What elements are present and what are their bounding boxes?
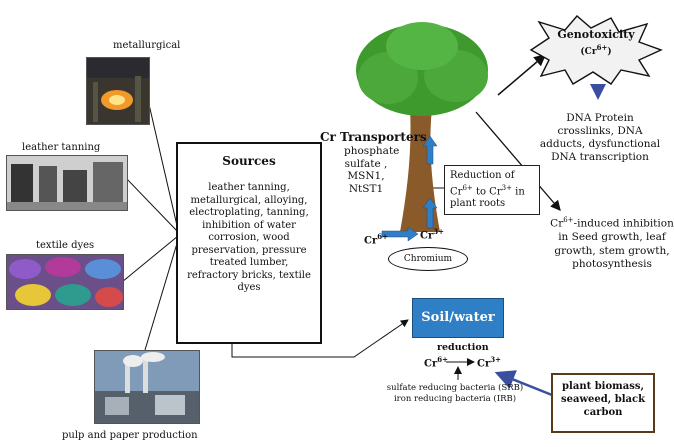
effect-line: DNA Protein — [566, 112, 634, 124]
biomass-line: carbon — [583, 407, 623, 418]
transporter-item: phosphate — [344, 145, 400, 157]
uptake-arrows — [422, 135, 438, 229]
inhibition-line: growth, stem growth, — [554, 244, 670, 257]
sources-box: Sources leather tanning, metallurgical, … — [176, 142, 322, 344]
dye-powders-image — [7, 255, 123, 309]
sources-list: leather tanning, metallurgical, alloying… — [187, 182, 311, 293]
soil-cr6-label: Cr6+ — [424, 355, 448, 370]
chromium-oval: Chromium — [388, 247, 468, 271]
leather-tanning-label: leather tanning — [22, 142, 101, 153]
chromium-cr6-label: Cr6+ — [364, 232, 388, 247]
transporters-title: Cr Transporters — [320, 130, 427, 144]
transporter-item: MSN1, — [347, 170, 385, 182]
reduction-box: Reduction of Cr6+ to Cr3+ in plant roots — [444, 165, 540, 215]
pulp-paper-photo — [94, 350, 200, 424]
effect-line: DNA transcription — [551, 151, 649, 163]
inhibition-line: Cr6+-induced inhibition — [550, 216, 674, 230]
line-pulp — [144, 239, 179, 351]
bacteria-line: sulfate reducing bacteria (SRB) — [386, 383, 524, 393]
transporter-item: sulfate , — [344, 157, 388, 170]
soil-reduction-label: reduction — [437, 342, 489, 353]
transporter-item: NtST1 — [348, 182, 384, 195]
bacteria-line: iron reducing bacteria (IRB) — [393, 394, 517, 404]
arrow-tree-to-inhibition — [475, 111, 561, 211]
genotoxicity-sub: (Cr6+) — [580, 43, 612, 57]
soil-cr3-label: Cr3+ — [477, 355, 501, 370]
effect-line: adducts, dysfunctional — [539, 138, 661, 150]
inhibition-text: Cr6+-induced inhibition in Seed growth, … — [550, 214, 674, 272]
tannery-image — [7, 156, 127, 210]
soil-water-box: Soil/water — [412, 298, 504, 338]
effect-line: crosslinks, DNA — [557, 125, 643, 137]
inhibition-line: photosynthesis — [572, 258, 652, 270]
biomass-line: seaweed, black — [560, 394, 646, 405]
inhibition-line: in Seed growth, leaf — [558, 231, 666, 243]
leather-tanning-photo — [6, 155, 128, 211]
line-sources-to-soil — [231, 319, 409, 358]
arrow-tree-to-genotoxicity — [497, 54, 547, 96]
reduction-line1: Reduction of — [450, 170, 515, 181]
chromium-cr3-label: Cr3+ — [420, 227, 444, 242]
sources-title: Sources — [222, 154, 276, 168]
line-leather — [125, 177, 179, 233]
reduction-line2: Cr6+ to Cr3+ in — [450, 184, 525, 198]
transporters-list: phosphate sulfate , MSN1, NtST1 — [344, 145, 400, 195]
genotoxicity-burst-icon — [529, 15, 663, 85]
biomass-line: plant biomass, — [562, 381, 644, 392]
genotoxicity-effects: DNA Protein crosslinks, DNA adducts, dys… — [528, 112, 672, 164]
genotoxicity-label: Genotoxicity (Cr6+) — [550, 28, 642, 59]
biomass-box: plant biomass, seaweed, black carbon — [551, 373, 655, 433]
reduction-line3: plant roots — [450, 198, 506, 210]
bacteria-text: sulfate reducing bacteria (SRB) iron red… — [350, 383, 560, 405]
foundry-image — [87, 58, 149, 124]
line-metallurgical — [147, 99, 179, 231]
textile-dyes-photo — [6, 254, 124, 310]
metallurgical-label: metallurgical — [113, 40, 181, 51]
textile-dyes-label: textile dyes — [36, 240, 95, 251]
trunk-up-arrow-upper — [422, 135, 438, 165]
arrow-biomass-to-reduction — [494, 370, 553, 397]
genotoxicity-title: Genotoxicity — [557, 28, 635, 41]
factory-image — [95, 351, 199, 423]
line-textile — [121, 235, 179, 283]
trunk-up-arrow-lower — [422, 197, 438, 229]
tree-icon — [356, 22, 488, 232]
metallurgical-photo — [86, 57, 150, 125]
pulp-paper-label: pulp and paper production — [62, 430, 198, 441]
cr-right-arrow — [381, 226, 419, 242]
